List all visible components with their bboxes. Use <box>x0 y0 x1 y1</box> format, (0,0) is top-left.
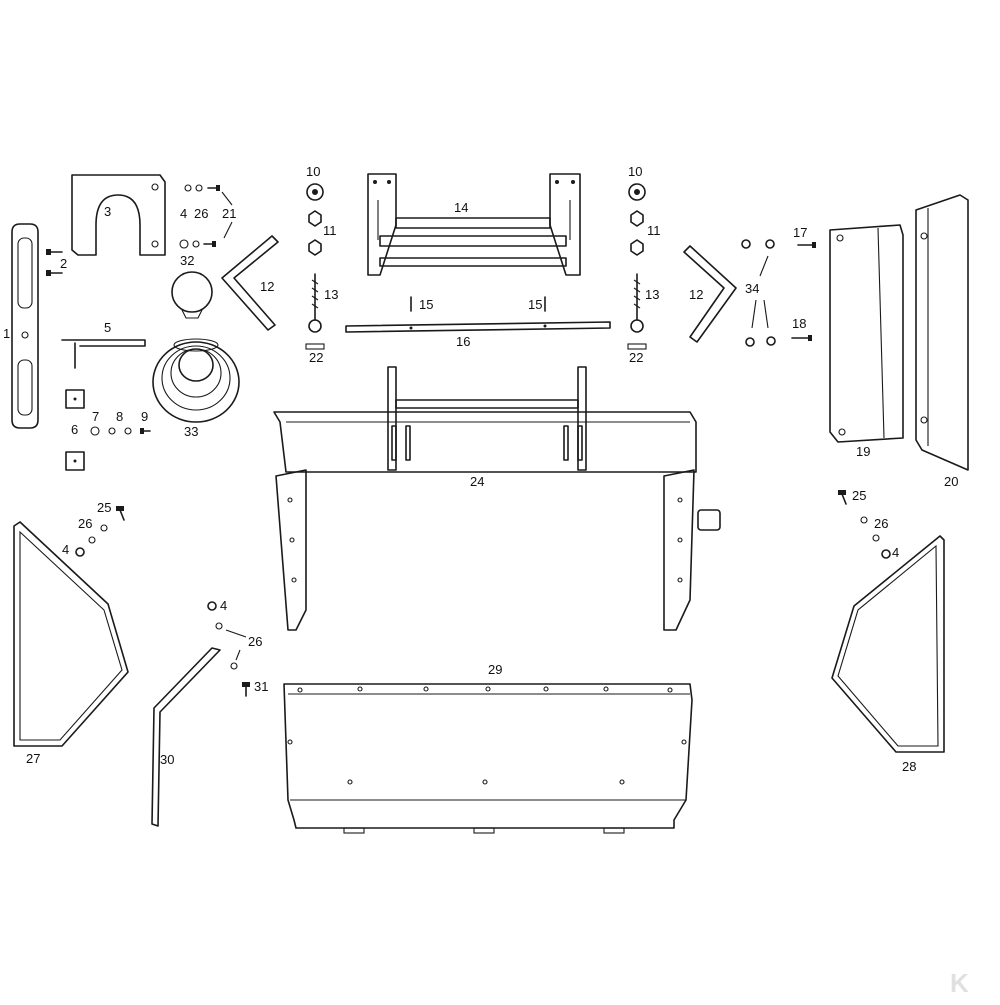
callout-26-right: 26 <box>874 516 888 531</box>
callout-11-left: 11 <box>323 223 337 238</box>
callout-15-right: 15 <box>528 297 542 312</box>
callout-17: 17 <box>793 225 807 240</box>
callout-33: 33 <box>184 424 198 439</box>
callout-6: 6 <box>71 422 78 437</box>
part-17-18-bolts <box>791 242 816 341</box>
left-side-hardware <box>75 506 125 557</box>
part-16-bar <box>345 321 611 333</box>
part-32-cap <box>171 271 213 319</box>
callout-12-right: 12 <box>689 287 703 302</box>
callout-5: 5 <box>104 320 111 335</box>
callout-25-right: 25 <box>852 488 866 503</box>
part-24-main-frame <box>273 366 721 631</box>
part-34-nuts <box>741 239 776 347</box>
callout-13-right: 13 <box>645 287 659 302</box>
callout-34: 34 <box>745 281 759 296</box>
part-12-left <box>221 235 279 331</box>
part-30-strut <box>151 647 221 827</box>
right-hardware-column <box>627 183 647 350</box>
part-7-8-9-hardware <box>90 426 151 436</box>
callout-22-left: 22 <box>309 350 323 365</box>
part-12-right <box>683 245 737 343</box>
callout-28: 28 <box>902 759 916 774</box>
part-20-panel <box>915 194 969 471</box>
part-28-side-panel <box>831 535 945 753</box>
callout-11-right: 11 <box>647 223 661 238</box>
callout-4-middle: 4 <box>220 598 227 613</box>
middle-hardware <box>207 601 250 697</box>
callout-30: 30 <box>160 752 174 767</box>
callout-24: 24 <box>470 474 484 489</box>
part-3-plate <box>71 174 166 256</box>
part-27-side-panel <box>13 521 129 747</box>
callout-26-top: 26 <box>194 206 208 221</box>
callout-20: 20 <box>944 474 958 489</box>
callout-21: 21 <box>222 206 236 221</box>
callout-18: 18 <box>792 316 806 331</box>
callout-25-left: 25 <box>97 500 111 515</box>
callout-26-left: 26 <box>78 516 92 531</box>
left-hardware-column <box>305 183 325 350</box>
callout-7: 7 <box>92 409 99 424</box>
part-15-pins <box>410 296 546 312</box>
part-2-bolts <box>46 249 63 276</box>
callout-19: 19 <box>856 444 870 459</box>
callout-4-top: 4 <box>180 206 187 221</box>
part-hardware-group-top-left <box>179 184 233 249</box>
callout-8: 8 <box>116 409 123 424</box>
callout-15-left: 15 <box>419 297 433 312</box>
callout-27: 27 <box>26 751 40 766</box>
callout-2: 2 <box>60 256 67 271</box>
callout-13-left: 13 <box>324 287 338 302</box>
part-14-frame <box>367 173 581 276</box>
callout-3: 3 <box>104 204 111 219</box>
callout-10-left: 10 <box>306 164 320 179</box>
callout-29: 29 <box>488 662 502 677</box>
part-29-lower-panel <box>283 683 693 834</box>
callout-4-right: 4 <box>892 545 899 560</box>
part-6-plates <box>65 389 85 471</box>
part-1-bracket <box>11 223 39 429</box>
brand-logo-text: K <box>950 968 969 998</box>
callout-4-left: 4 <box>62 542 69 557</box>
callout-12-left: 12 <box>260 279 274 294</box>
callout-9: 9 <box>141 409 148 424</box>
callout-1: 1 <box>3 326 10 341</box>
callout-31: 31 <box>254 679 268 694</box>
part-33-boot <box>152 338 240 423</box>
callout-26-middle: 26 <box>248 634 262 649</box>
part-5-rod <box>61 339 146 369</box>
callout-10-right: 10 <box>628 164 642 179</box>
callout-22-right: 22 <box>629 350 643 365</box>
right-side-hardware <box>838 490 891 559</box>
part-19-panel <box>829 224 904 443</box>
callout-32: 32 <box>180 253 194 268</box>
callout-14: 14 <box>454 200 468 215</box>
callout-16: 16 <box>456 334 470 349</box>
brand-logo: K <box>950 968 969 998</box>
